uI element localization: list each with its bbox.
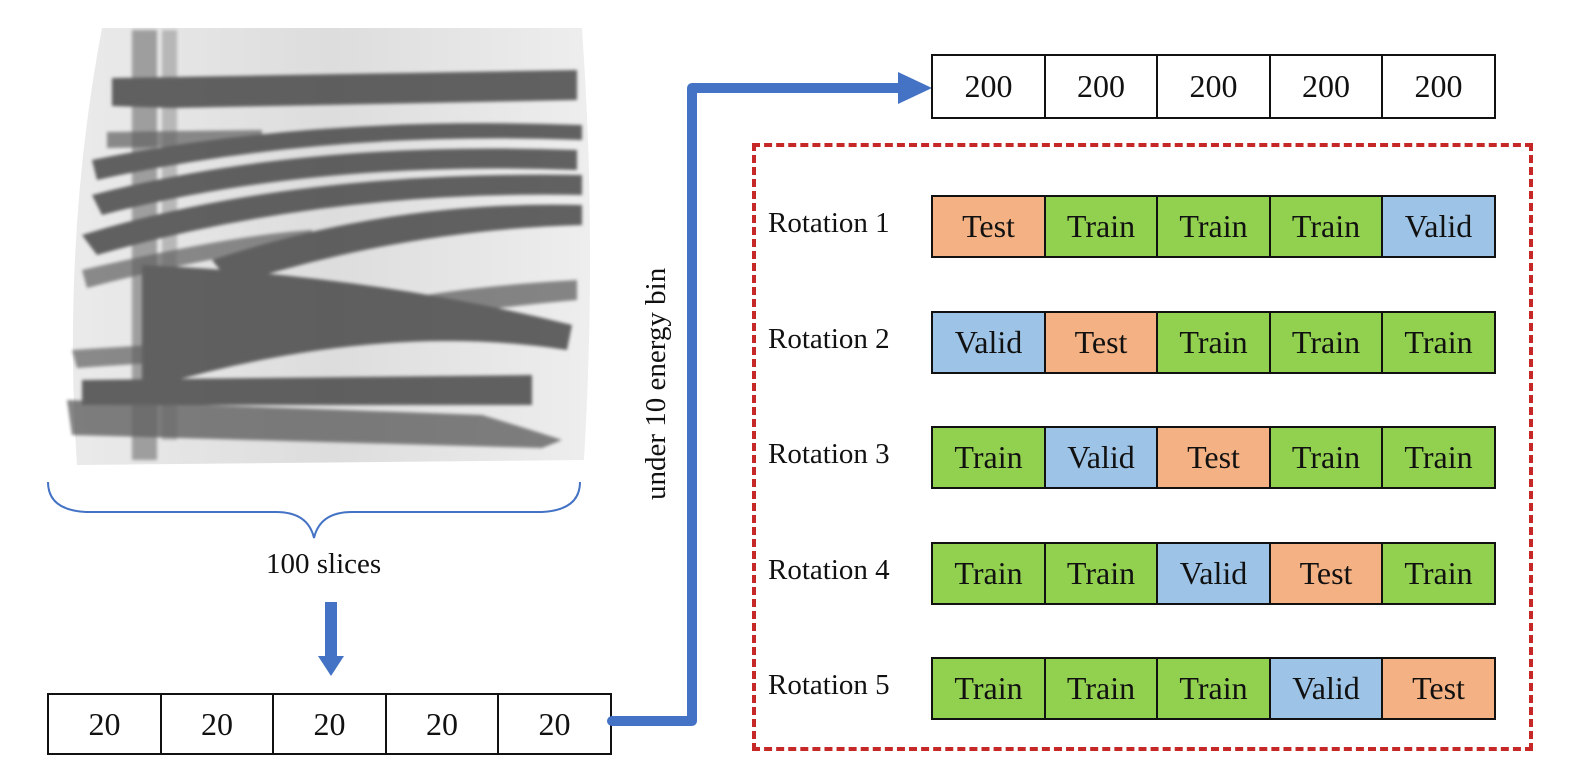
slices-label: 100 slices (266, 548, 382, 580)
split-cell-valid: Valid (1043, 426, 1159, 489)
split-cell-test: Test (1381, 657, 1496, 720)
slice-cell: 20 (272, 693, 387, 755)
split-cell-train: Train (931, 657, 1046, 720)
connector-arrow-icon (607, 72, 932, 726)
split-cell-train: Train (1156, 195, 1271, 258)
energy-cell: 200 (1268, 54, 1384, 119)
down-arrow-icon (318, 602, 344, 676)
split-cell-valid: Valid (1381, 195, 1496, 258)
split-cell-train: Train (1381, 311, 1496, 374)
split-cell-train: Train (1381, 542, 1496, 605)
fiber-volume-image (67, 28, 591, 465)
energy-cell: 200 (1156, 54, 1271, 119)
slice-cell: 20 (384, 693, 500, 755)
energy-cell: 200 (1381, 54, 1496, 119)
rotation-label: Rotation 4 (768, 554, 890, 586)
slice-cell: 20 (159, 693, 275, 755)
split-cell-valid: Valid (931, 311, 1046, 374)
rotation-label: Rotation 5 (768, 669, 890, 701)
rotation-label: Rotation 3 (768, 438, 890, 470)
split-cell-test: Test (931, 195, 1046, 258)
split-cell-train: Train (1156, 311, 1271, 374)
split-cell-valid: Valid (1156, 542, 1271, 605)
energy-bin-label: under 10 energy bin (640, 267, 672, 500)
split-cell-train: Train (1043, 657, 1159, 720)
brace-icon (47, 481, 581, 539)
split-cell-train: Train (1268, 195, 1384, 258)
split-cell-train: Train (931, 542, 1046, 605)
rotation-label: Rotation 1 (768, 207, 890, 239)
split-cell-train: Train (1043, 195, 1159, 258)
split-cell-test: Test (1156, 426, 1271, 489)
rotation-label: Rotation 2 (768, 323, 890, 355)
split-cell-train: Train (1043, 542, 1159, 605)
slice-cell: 20 (497, 693, 612, 755)
split-cell-test: Test (1268, 542, 1384, 605)
slice-cell: 20 (47, 693, 162, 755)
split-cell-train: Train (1381, 426, 1496, 489)
energy-cell: 200 (931, 54, 1046, 119)
energy-cell: 200 (1043, 54, 1159, 119)
split-cell-train: Train (1268, 426, 1384, 489)
split-cell-valid: Valid (1268, 657, 1384, 720)
split-cell-train: Train (1156, 657, 1271, 720)
split-cell-test: Test (1043, 311, 1159, 374)
cross-validation-region (752, 143, 1533, 751)
split-cell-train: Train (1268, 311, 1384, 374)
split-cell-train: Train (931, 426, 1046, 489)
